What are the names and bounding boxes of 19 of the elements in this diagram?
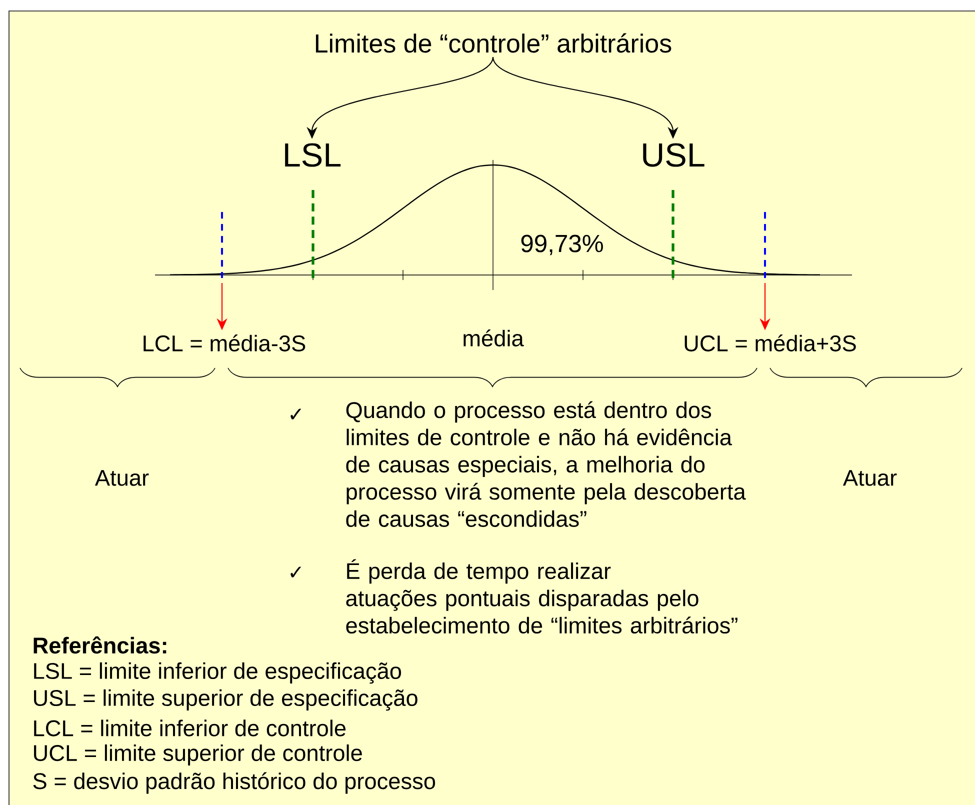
check-mark: ✓ [290, 408, 301, 420]
reference-line: USL = limite superior de especificação [34, 689, 418, 711]
references-heading: Referências: [34, 636, 166, 654]
reference-line: LCL = limite inferior de controle [34, 720, 346, 736]
bullet-text: Quando o processo está dentro dos limites de controle e não há evidência de causas especiais, a melhoria do processo virá somente pela descoberta de causas “escondidas” [346, 401, 746, 527]
action-label: Atuar [842, 470, 897, 486]
axis-label: média [464, 330, 524, 346]
action-label: Atuar [94, 470, 149, 486]
node-label: USL [643, 143, 704, 167]
node-label: LCL = média-3S [144, 334, 306, 352]
node-label: Limites de “controle” arbitrários [316, 33, 672, 53]
check-mark: ✓ [290, 566, 301, 578]
reference-line: UCL = limite superior de controle [34, 744, 362, 766]
node-label: LSL [285, 143, 341, 167]
reference-line: S = desvio padrão histórico do processo [33, 772, 436, 794]
percentage-label: 99,73% [521, 234, 603, 256]
reference-line: LSL = limite inferior de especificação [34, 662, 402, 684]
bullet-text: É perda de tempo realizar atuações pontuais disparadas pelo estabelecimento de “limites arbitrários” [346, 559, 738, 634]
node-label: UCL = média+3S [684, 334, 856, 352]
